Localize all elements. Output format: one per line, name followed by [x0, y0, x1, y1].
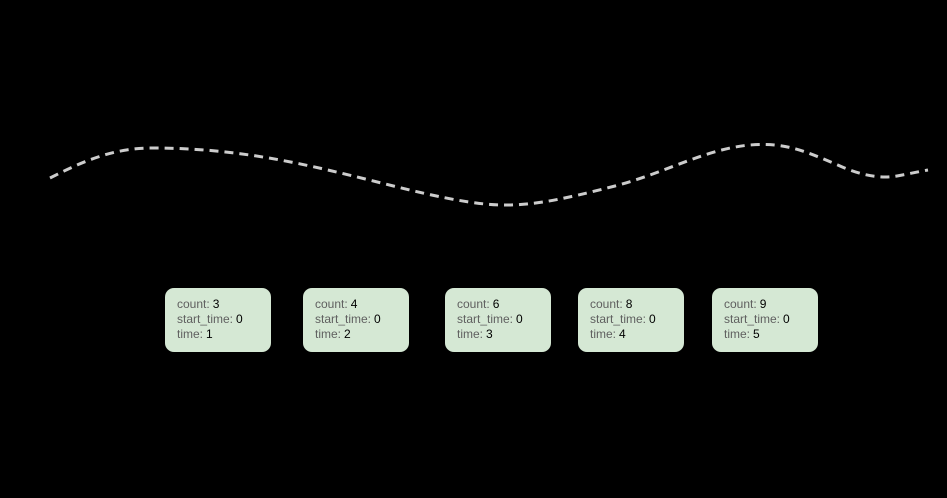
- field-value: 0: [236, 312, 243, 326]
- field-label: count:: [315, 297, 348, 311]
- field-line: count:8: [590, 297, 672, 312]
- field-value: 9: [759, 297, 767, 311]
- field-label: count:: [177, 297, 210, 311]
- field-value: 0: [516, 312, 523, 326]
- field-line: count:3: [177, 297, 259, 312]
- field-label: start_time:: [315, 312, 372, 326]
- field-value: 5: [753, 327, 760, 341]
- field-line: start_time:0: [724, 312, 806, 327]
- field-line: count:9: [724, 297, 806, 312]
- field-label: start_time:: [590, 312, 647, 326]
- field-label: time:: [724, 327, 751, 341]
- field-label: start_time:: [457, 312, 514, 326]
- field-value: 4: [350, 297, 358, 311]
- field-value: 3: [212, 297, 220, 311]
- field-label: count:: [724, 297, 757, 311]
- field-line: time:1: [177, 327, 259, 342]
- field-label: count:: [457, 297, 490, 311]
- field-label: count:: [590, 297, 623, 311]
- field-label: time:: [457, 327, 484, 341]
- field-label: start_time:: [724, 312, 781, 326]
- field-line: time:3: [457, 327, 539, 342]
- field-line: time:2: [315, 327, 397, 342]
- field-value: 1: [206, 327, 213, 341]
- field-line: start_time:0: [315, 312, 397, 327]
- field-label: start_time:: [177, 312, 234, 326]
- field-value: 8: [625, 297, 633, 311]
- field-line: time:4: [590, 327, 672, 342]
- field-value: 4: [619, 327, 626, 341]
- field-line: time:5: [724, 327, 806, 342]
- field-line: start_time:0: [590, 312, 672, 327]
- field-label: time:: [315, 327, 342, 341]
- field-value: 2: [344, 327, 351, 341]
- field-value: 0: [374, 312, 381, 326]
- field-label: time:: [590, 327, 617, 341]
- field-value: 3: [486, 327, 493, 341]
- field-value: 6: [492, 297, 500, 311]
- dashed-wave-curve: [49, 142, 929, 207]
- field-line: count:4: [315, 297, 397, 312]
- field-line: start_time:0: [457, 312, 539, 327]
- field-value: 0: [783, 312, 790, 326]
- field-line: start_time:0: [177, 312, 259, 327]
- field-value: 0: [649, 312, 656, 326]
- field-label: time:: [177, 327, 204, 341]
- field-line: count:6: [457, 297, 539, 312]
